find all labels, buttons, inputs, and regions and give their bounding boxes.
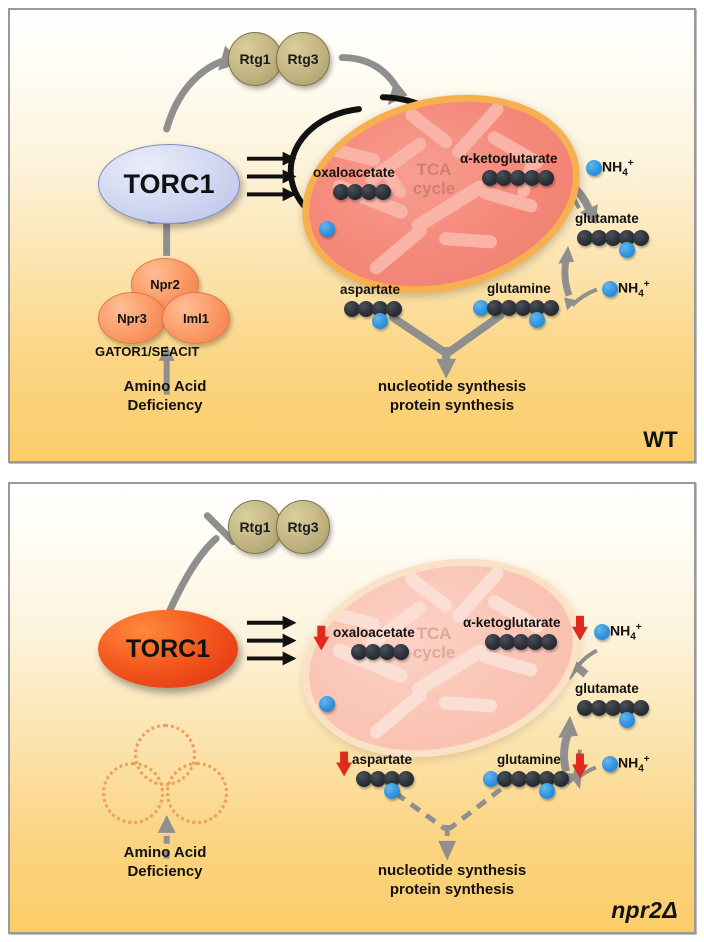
rtg1-node[interactable]: Rtg1 <box>228 32 282 86</box>
torc1-label: TORC1 <box>125 634 211 663</box>
rtg1-label: Rtg1 <box>239 519 271 535</box>
rtg1-node-npr2[interactable]: Rtg1 <box>228 500 282 554</box>
tca-cycle-label: TCA cycle <box>412 160 456 199</box>
ammonium-dot-mito-npr2 <box>319 696 335 712</box>
torc1-node-npr2[interactable]: TORC1 <box>98 610 238 688</box>
ammonium-dot-mito-wt <box>319 221 335 237</box>
decrease-arrow-glutamine <box>572 753 588 779</box>
ammonium-label-1-npr2: NH4+ <box>610 622 642 643</box>
gator-subunit-npr3[interactable]: Npr3 <box>98 292 166 344</box>
amino-acid-deficiency-npr2: Amino Acid Deficiency <box>123 844 207 880</box>
output-text-wt: nucleotide synthesis protein synthesis <box>377 378 527 414</box>
oxaloacetate-label: oxaloacetate <box>333 625 415 640</box>
glutamate-label: glutamate <box>575 681 639 696</box>
iml1-label: Iml1 <box>182 310 209 326</box>
glutamine-label: glutamine <box>497 752 561 767</box>
gator-caption: GATOR1/SEACIT <box>95 344 200 359</box>
gator-ghost-npr2 <box>134 724 196 786</box>
gator-subunit-iml1[interactable]: Iml1 <box>162 292 230 344</box>
rtg3-label: Rtg3 <box>287 51 319 67</box>
amino-acid-deficiency-wt: Amino Acid Deficiency <box>123 378 207 414</box>
panel-npr2-delta: TCA cycle TORC1 Rtg1 Rtg3 Amino Acid Def… <box>8 482 696 934</box>
ammonium-dot-1-npr2 <box>594 624 610 640</box>
gator-ghost-iml1 <box>166 762 228 824</box>
torc1-label: TORC1 <box>123 168 215 199</box>
npr2-label: Npr2 <box>150 276 180 292</box>
rtg1-label: Rtg1 <box>239 51 271 67</box>
panel-label-npr2: npr2Δ <box>611 897 678 923</box>
panel-wt: TCA cycle TORC1 Rtg1 Rtg3 Npr2 Npr3 Iml1… <box>8 8 696 463</box>
ammonium-label-2-wt: NH4+ <box>618 279 650 300</box>
aspartate-label: aspartate <box>340 282 401 297</box>
ammonium-label-1-wt: NH4+ <box>602 158 634 179</box>
aspartate-label: aspartate <box>352 752 413 767</box>
ammonium-dot-2-npr2 <box>602 756 618 772</box>
ammonium-dot-2-wt <box>602 281 618 297</box>
oxaloacetate-label: oxaloacetate <box>313 165 395 180</box>
rtg3-label: Rtg3 <box>287 519 319 535</box>
gator-ghost-npr3 <box>102 762 164 824</box>
panel-label-wt: WT <box>643 427 678 452</box>
ketoglutarate-label: α-ketoglutarate <box>463 615 561 630</box>
rtg3-node-npr2[interactable]: Rtg3 <box>276 500 330 554</box>
decrease-arrow-aspartate <box>336 751 353 777</box>
npr3-label: Npr3 <box>117 310 147 326</box>
torc1-node-wt[interactable]: TORC1 <box>98 144 240 224</box>
rtg3-node[interactable]: Rtg3 <box>276 32 330 86</box>
ammonium-label-2-npr2: NH4+ <box>618 754 650 775</box>
output-text-npr2: nucleotide synthesis protein synthesis <box>377 862 527 898</box>
ammonium-dot-1-wt <box>586 160 602 176</box>
ketoglutarate-label: α-ketoglutarate <box>460 151 558 166</box>
glutamate-label: glutamate <box>575 211 639 226</box>
tca-cycle-label-npr2: TCA cycle <box>412 624 456 663</box>
glutamine-label: glutamine <box>487 281 551 296</box>
